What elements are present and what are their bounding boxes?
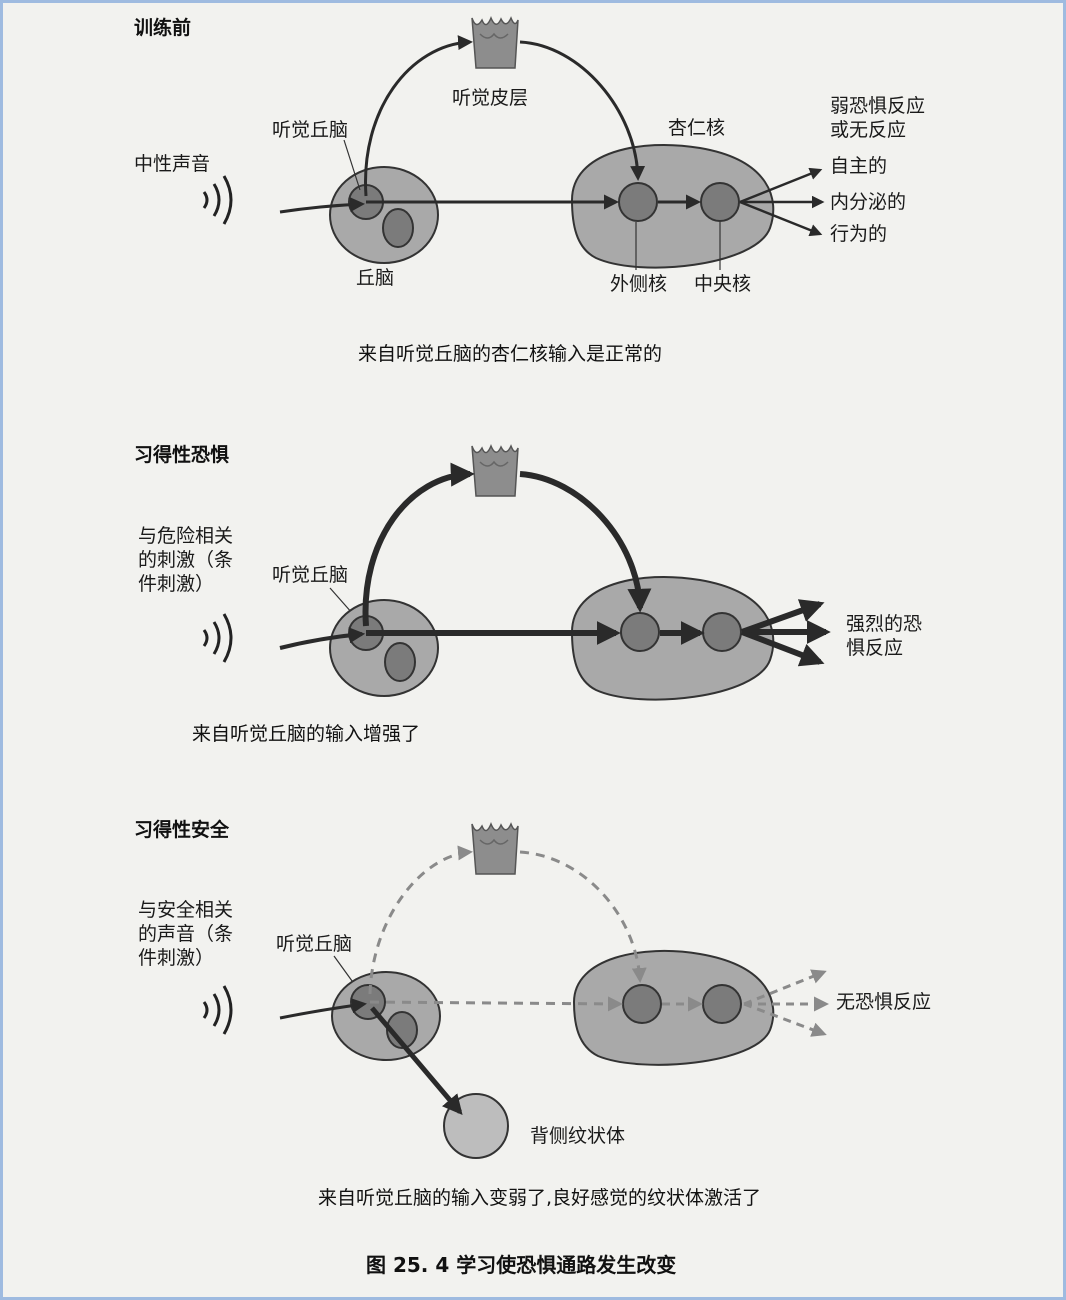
thalamus-cortex-arrow	[364, 35, 473, 197]
lateral-nucleus	[618, 182, 658, 222]
auditory-thalamus-label: 听觉丘脑	[276, 933, 352, 955]
dorsal-striatum-label: 背侧纹状体	[530, 1125, 625, 1147]
central-nucleus	[702, 984, 742, 1024]
auditory-thalamus-label: 听觉丘脑	[272, 119, 348, 141]
danger-stimulus-line2: 的刺激（条	[138, 549, 233, 571]
thalamus-blob	[331, 971, 441, 1061]
thalamus-cortex-arrow-strong	[362, 462, 475, 627]
strong-response-line1: 强烈的恐	[846, 613, 922, 635]
central-nucleus-label: 中央核	[694, 273, 751, 295]
cortex-amygdala-arrow-strong	[519, 471, 652, 613]
safety-stimulus-line2: 的声音（条	[138, 923, 233, 945]
input-arrow	[279, 197, 365, 214]
lateral-nucleus	[620, 612, 660, 652]
thalamus-blob	[329, 599, 439, 697]
output-behavioral: 行为的	[830, 223, 887, 245]
panel3-caption: 来自听觉丘脑的输入变弱了,良好感觉的纹状体激活了	[318, 1187, 761, 1209]
sound-waves-icon	[202, 984, 233, 1036]
panel-before-training: 训练前 听觉皮层 听觉丘脑 中性声音 丘脑 杏仁核 外侧核 中央核 弱恐惧反应 …	[134, 16, 925, 365]
lateral-nucleus	[622, 984, 662, 1024]
thalamus-label: 丘脑	[356, 267, 394, 289]
thalamus-cortex-arrow-weak	[368, 845, 473, 995]
cortex-amygdala-arrow-weak	[519, 850, 647, 983]
panel-learned-safety: 习得性安全 与安全相关 的声音（条 件刺激） 听觉丘脑 无恐惧反应 背侧纹状体 …	[134, 818, 931, 1209]
auditory-cortex-label: 听觉皮层	[452, 87, 528, 109]
weak-response-line1: 弱恐惧反应	[830, 95, 925, 117]
central-nucleus	[702, 612, 742, 652]
no-fear-response-label: 无恐惧反应	[836, 991, 931, 1013]
danger-stimulus-line1: 与危险相关	[138, 525, 233, 547]
weak-response-line2: 或无反应	[830, 119, 906, 141]
output-arrow-autonomic	[739, 167, 823, 204]
lateral-nucleus-label: 外侧核	[610, 273, 667, 295]
panel-learned-fear: 习得性恐惧 与危险相关 的刺激（条 件刺激） 听觉丘脑 强烈的恐 惧反应 来自听…	[134, 443, 922, 745]
auditory-thalamus-label: 听觉丘脑	[272, 564, 348, 586]
input-arrow	[279, 627, 366, 650]
thalamus-striatum-arrow	[370, 1006, 463, 1116]
thalamus-amygdala-arrow-weak	[369, 996, 623, 1012]
output-autonomic: 自主的	[830, 155, 887, 177]
panel2-title: 习得性恐惧	[134, 443, 229, 466]
auditory-cortex-icon	[471, 823, 519, 875]
safety-stimulus-line3: 件刺激）	[138, 947, 214, 969]
thalamus-blob	[329, 166, 439, 264]
danger-stimulus-line3: 件刺激）	[138, 573, 214, 595]
input-arrow	[279, 998, 367, 1020]
thalamus-nucleus	[386, 1011, 418, 1049]
sound-waves-icon	[202, 174, 233, 226]
weak-output-arrow-3	[743, 1002, 827, 1037]
panel1-title: 训练前	[134, 16, 191, 39]
strong-output-arrow-1	[740, 599, 825, 635]
auditory-cortex-icon	[471, 445, 519, 497]
thalamus-nucleus	[384, 642, 416, 682]
panel2-caption: 来自听觉丘脑的输入增强了	[192, 723, 420, 745]
amygdala-blob	[570, 143, 775, 269]
cortex-amygdala-arrow	[519, 40, 646, 181]
strong-output-arrow-3	[740, 629, 825, 667]
central-nucleus	[700, 182, 740, 222]
auditory-cortex-icon	[471, 17, 519, 69]
amygdala-blob	[572, 949, 775, 1066]
output-arrow-behavioral	[739, 200, 823, 237]
weak-output-arrow-1	[743, 969, 827, 1006]
panel3-title: 习得性安全	[134, 818, 230, 841]
figure-caption: 图 25. 4 学习使恐惧通路发生改变	[366, 1253, 676, 1277]
thalamus-leader-line	[343, 139, 361, 191]
amygdala-label: 杏仁核	[668, 117, 725, 139]
strong-response-line2: 惧反应	[846, 637, 903, 659]
safety-stimulus-line1: 与安全相关	[138, 899, 233, 921]
amygdala-blob	[570, 575, 775, 701]
sound-waves-icon	[202, 612, 233, 664]
panel1-caption: 来自听觉丘脑的杏仁核输入是正常的	[358, 343, 662, 365]
output-endocrine: 内分泌的	[830, 191, 906, 213]
neutral-sound-label: 中性声音	[134, 153, 210, 175]
thalamus-nucleus	[382, 208, 414, 248]
